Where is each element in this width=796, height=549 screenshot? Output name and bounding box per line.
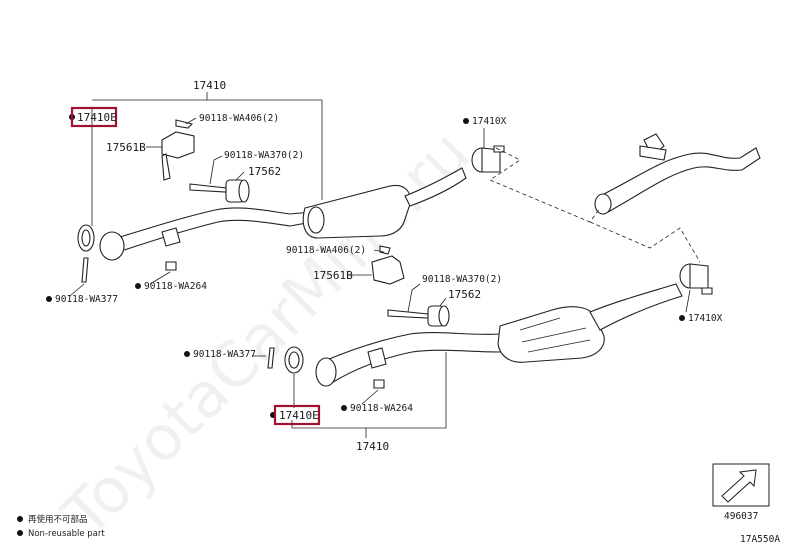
clamp-right-part xyxy=(679,263,713,295)
ref-code: 496037 xyxy=(724,511,758,522)
callout-bolt-long-top[interactable]: 90118-WA370(2) xyxy=(224,150,304,161)
front-pipe-bottom xyxy=(315,283,683,387)
dash-link-upper xyxy=(489,147,601,223)
callout-bolt-left-bottom[interactable]: 90118-WA377 xyxy=(193,349,256,360)
highlight-box-top xyxy=(70,106,118,128)
highlight-box-bottom xyxy=(273,404,321,426)
gasket-top-part xyxy=(77,224,95,252)
dash-link-lower xyxy=(589,221,701,263)
nonreusable-dot-clamp-right xyxy=(679,315,685,321)
legend-dot-en xyxy=(17,530,23,536)
callout-clamp-right[interactable]: 17410X xyxy=(688,313,723,324)
nonreusable-dot-clamp-top xyxy=(463,118,469,124)
cushion-bottom-part xyxy=(387,305,450,327)
front-direction-symbol xyxy=(712,463,770,507)
pipe-hanger-bottom-part xyxy=(367,347,387,389)
cushion-bottom-leader xyxy=(439,297,447,307)
nonreusable-dot-nut-top xyxy=(135,283,141,289)
bolt-long-bottom-leader xyxy=(407,283,421,313)
assembly-bracket-top xyxy=(92,99,323,200)
callout-clamp-top-right[interactable]: 17410X xyxy=(472,116,507,127)
callout-nut-top[interactable]: 90118-WA264 xyxy=(144,281,207,292)
callout-cushion-bottom[interactable]: 17562 xyxy=(448,288,481,301)
legend-en: Non-reusable part xyxy=(28,529,105,539)
callout-gasket-top[interactable]: 17410E xyxy=(77,111,117,124)
callout-bolt-top-upper[interactable]: 90118-WA406(2) xyxy=(199,113,279,124)
legend-dot-jp xyxy=(17,516,23,522)
callout-bolt-mid[interactable]: 90118-WA406(2) xyxy=(286,245,366,256)
nut-top-leader xyxy=(149,271,171,285)
legend-jp: 再使用不可部品 xyxy=(28,514,88,525)
tailpipe-top-part xyxy=(594,133,761,215)
bolt-left-top-part xyxy=(81,257,89,283)
assembly-label-top: 17410 xyxy=(193,79,226,92)
bolt-long-top-leader xyxy=(209,155,223,185)
pipe-hanger-top-part xyxy=(161,227,181,271)
bolt-left-top-leader xyxy=(69,283,85,297)
cushion-top-part xyxy=(189,179,250,203)
clamp-top-right-part xyxy=(471,145,505,173)
callout-bracket-bottom[interactable]: 17561B xyxy=(313,269,353,282)
callout-gasket-bottom[interactable]: 17410E xyxy=(279,409,319,422)
watermark: ToyotaCarMine.ru xyxy=(48,116,483,549)
cushion-top-leader xyxy=(235,171,245,181)
callout-cushion-top[interactable]: 17562 xyxy=(248,165,281,178)
callout-bracket-top[interactable]: 17561B xyxy=(106,141,146,154)
front-pipe-top xyxy=(99,167,467,261)
callout-bolt-left-top[interactable]: 90118-WA377 xyxy=(55,294,118,305)
callout-nut-bottom[interactable]: 90118-WA264 xyxy=(350,403,413,414)
callout-bolt-long-bottom[interactable]: 90118-WA370(2) xyxy=(422,274,502,285)
figure-code: 17A550A xyxy=(740,534,780,545)
nut-bottom-leader xyxy=(361,389,379,405)
nonreusable-dot-bolt-left-bottom xyxy=(184,351,190,357)
clamp-right-leader xyxy=(685,289,691,313)
nonreusable-dot-nut-bottom xyxy=(341,405,347,411)
bracket-top-part xyxy=(161,119,195,181)
bolt-mid-leader xyxy=(373,249,385,253)
bolt-upper-top-leader xyxy=(185,117,197,125)
gasket-bottom-part xyxy=(267,346,304,374)
nonreusable-dot-bolt-left-top xyxy=(46,296,52,302)
assembly-label-bottom: 17410 xyxy=(356,440,389,453)
